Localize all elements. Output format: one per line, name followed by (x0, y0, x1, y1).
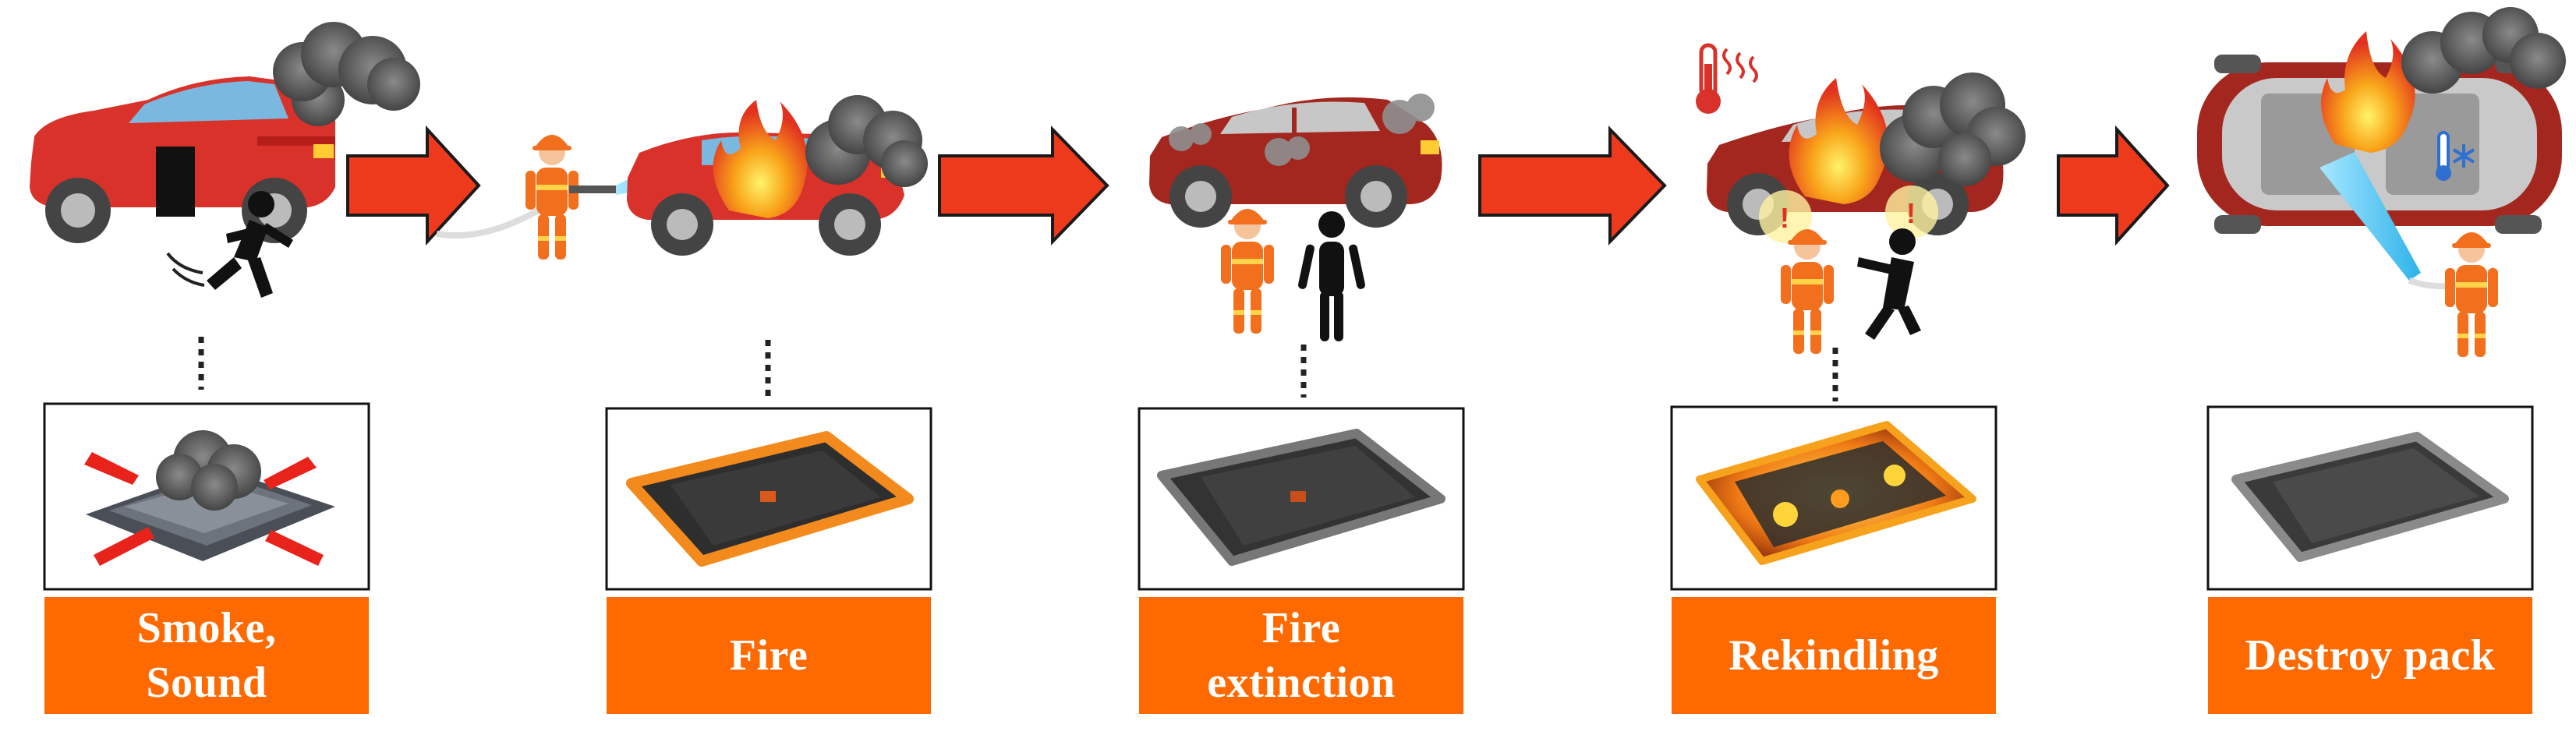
battery-pack-image-extinction (1138, 407, 1465, 591)
stage-label-text: Fire extinction (1207, 604, 1396, 707)
person-icon (207, 191, 293, 298)
stage-label-text: Destroy pack (2245, 631, 2496, 680)
person-icon (1857, 228, 1921, 340)
battery-pack-image-rekindling (1670, 405, 1997, 591)
warning-icon: ! (1906, 197, 1916, 229)
battery-pack-image-destroy (2206, 405, 2534, 591)
stage-label-fire: Fire (607, 597, 931, 714)
snowflake-icon (2452, 144, 2475, 168)
thermometer-icon (1696, 43, 1758, 114)
stage-label-extinction: Fire extinction (1139, 597, 1463, 714)
smoke-cloud (1880, 72, 2026, 186)
firefighter-icon (1781, 229, 1834, 354)
stage-fire-car-scene (436, 95, 928, 398)
firefighter-icon (2445, 232, 2498, 357)
arrow-4 (2057, 125, 2170, 246)
flame-icon (713, 100, 808, 218)
smoke-cloud (1169, 94, 1435, 166)
firefighter-icon (1221, 209, 1274, 334)
stage-label-text: Fire (729, 631, 809, 680)
firefighter-icon (525, 135, 579, 260)
battery-pack-image-smoke (43, 402, 370, 591)
arrow-1 (346, 125, 481, 246)
stage-smoke-car-scene (30, 22, 420, 390)
car-icon (30, 76, 335, 243)
stage-destroy-car-scene (2197, 7, 2566, 357)
warning-icon: ! (1780, 202, 1789, 234)
flame-icon (1789, 78, 1888, 204)
stage-label-destroy: Destroy pack (2208, 597, 2532, 714)
battery-pack-image-fire (605, 407, 932, 591)
flame-icon (2321, 31, 2415, 153)
stage-extinction-car-scene (1149, 94, 1442, 398)
person-icon (1297, 211, 1366, 341)
water-spray (2319, 152, 2421, 281)
smoke-cloud (2401, 7, 2566, 94)
arrow-2 (938, 125, 1109, 246)
smoke-cloud (805, 95, 928, 187)
arrow-3 (1478, 125, 1667, 246)
stage-label-rekindling: Rekindling (1672, 597, 1996, 714)
smoke-cloud (273, 22, 420, 126)
stage-rekindling-car-scene: ! ! (1696, 43, 2026, 401)
stage-label-text: Rekindling (1729, 631, 1939, 680)
stage-label-smoke: Smoke, Sound (44, 597, 369, 714)
thermometer-icon (2436, 131, 2451, 181)
stage-label-text: Smoke, Sound (136, 604, 277, 707)
